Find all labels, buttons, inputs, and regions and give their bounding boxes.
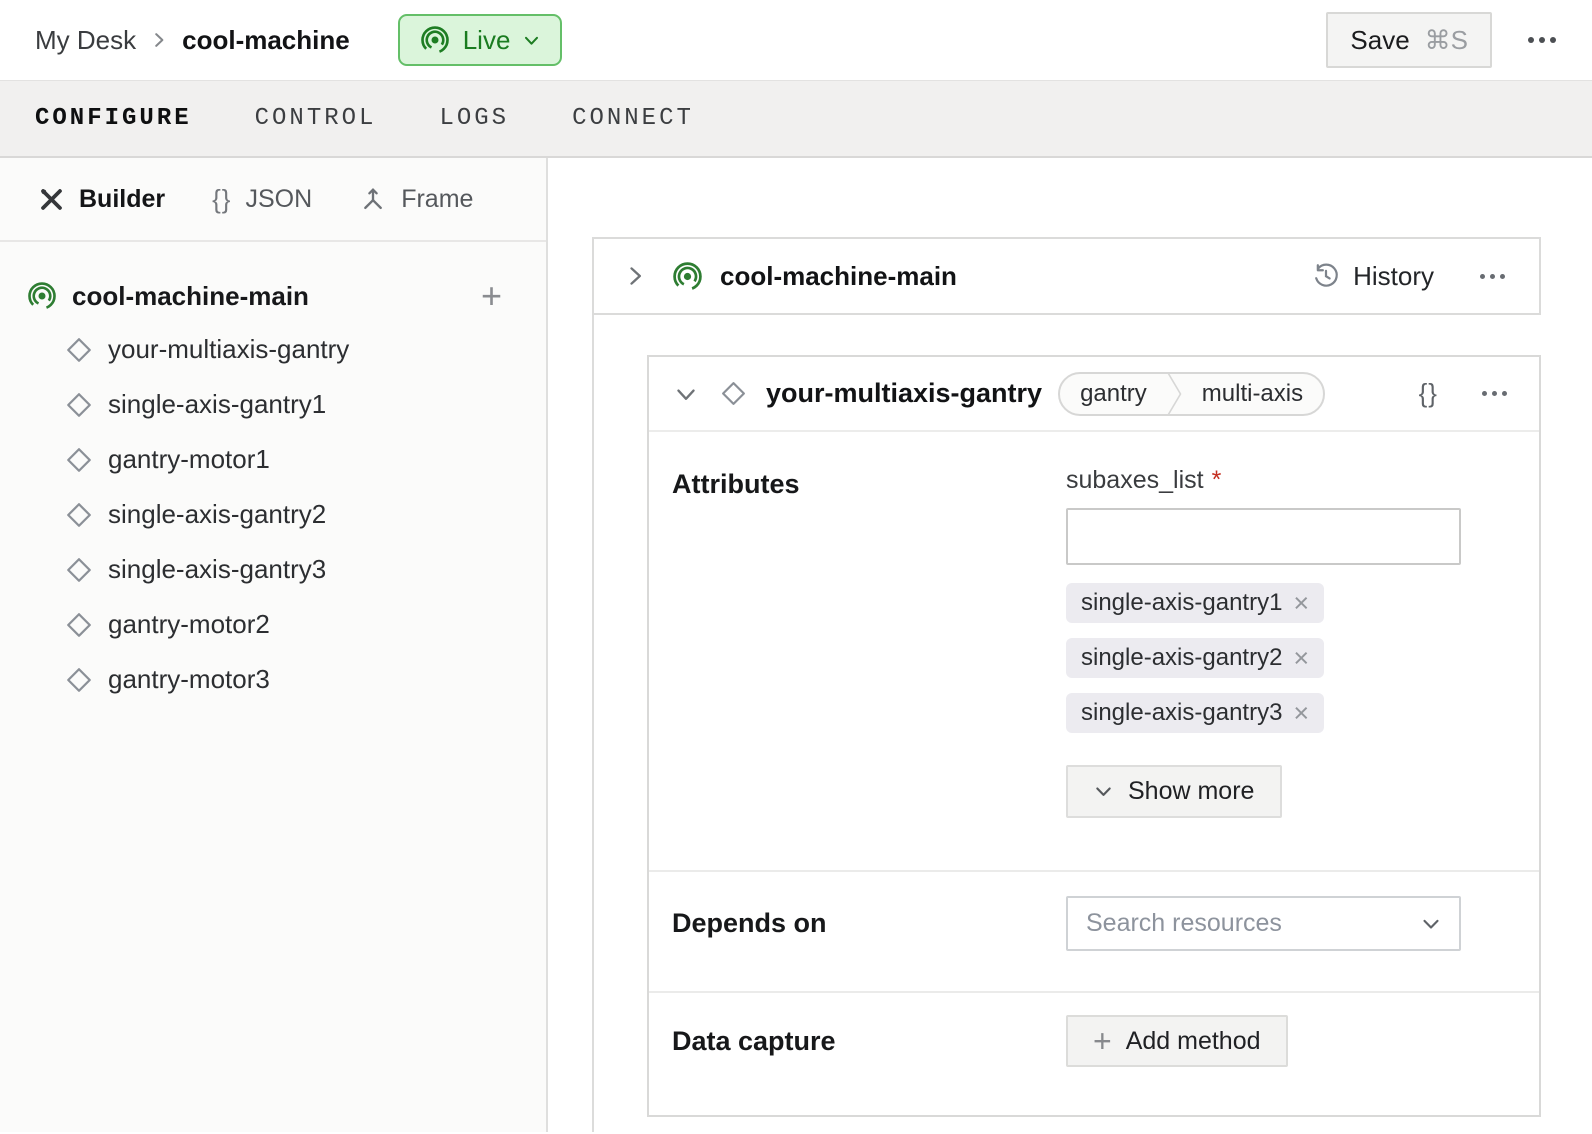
- tree-root-cool-machine-main[interactable]: cool-machine-main +: [0, 270, 546, 322]
- part-menu-button[interactable]: [1474, 268, 1511, 285]
- history-icon: [1312, 262, 1340, 290]
- resource-card-header: your-multiaxis-gantry gantry multi-axis …: [649, 357, 1539, 432]
- component-diamond-icon: [64, 335, 94, 365]
- component-diamond-icon: [64, 445, 94, 475]
- data-capture-label: Data capture: [672, 1025, 836, 1056]
- tab-control[interactable]: CONTROL: [254, 105, 377, 132]
- required-marker: *: [1211, 466, 1222, 494]
- subaxes-chip-list: single-axis-gantry1 × single-axis-gantry…: [1066, 583, 1461, 733]
- tree-item-gantry-motor2[interactable]: gantry-motor2: [0, 597, 546, 652]
- add-method-button[interactable]: + Add method: [1066, 1015, 1288, 1067]
- subaxes-list-label: subaxes_list: [1066, 466, 1204, 494]
- frame-axes-icon: [359, 185, 387, 213]
- tree-item-gantry-motor1[interactable]: gantry-motor1: [0, 432, 546, 487]
- depends-on-label: Depends on: [672, 908, 827, 938]
- tree-item-your-multiaxis-gantry[interactable]: your-multiaxis-gantry: [0, 322, 546, 377]
- remove-chip-icon[interactable]: ×: [1293, 642, 1310, 673]
- top-bar: My Desk cool-machine Live Save ⌘S: [0, 0, 1592, 80]
- tree-item-gantry-motor3[interactable]: gantry-motor3: [0, 652, 546, 707]
- config-sidebar: Builder {} JSON Frame: [0, 158, 548, 1132]
- section-divider: [649, 870, 1539, 872]
- machine-live-icon: [420, 25, 450, 55]
- braces-icon: {}: [212, 183, 232, 214]
- tree-root-label: cool-machine-main: [72, 280, 309, 311]
- tab-connect[interactable]: CONNECT: [572, 105, 694, 132]
- live-status-button[interactable]: Live: [397, 14, 563, 66]
- chevron-down-icon: [523, 32, 540, 49]
- viewtab-builder-label: Builder: [79, 184, 166, 213]
- breadcrumb-current: cool-machine: [182, 24, 350, 55]
- history-label: History: [1353, 260, 1434, 291]
- tag-gantry: gantry: [1080, 379, 1147, 407]
- tab-configure[interactable]: CONFIGURE: [35, 105, 192, 132]
- remove-chip-icon[interactable]: ×: [1293, 587, 1310, 618]
- chip-single-axis-gantry1: single-axis-gantry1 ×: [1066, 583, 1325, 623]
- add-component-button[interactable]: +: [480, 275, 502, 316]
- component-diamond-icon: [64, 555, 94, 585]
- resource-title: your-multiaxis-gantry: [766, 378, 1043, 408]
- depends-on-select[interactable]: [1066, 896, 1461, 951]
- data-capture-section: Data capture + Add method: [649, 993, 1539, 1115]
- chip-single-axis-gantry3: single-axis-gantry3 ×: [1066, 693, 1325, 733]
- sidebar-view-tabs: Builder {} JSON Frame: [0, 158, 546, 242]
- part-title: cool-machine-main: [720, 260, 957, 291]
- save-button[interactable]: Save ⌘S: [1326, 12, 1492, 68]
- viewtab-frame[interactable]: Frame: [359, 185, 473, 214]
- viewtab-json[interactable]: {} JSON: [212, 184, 312, 215]
- component-diamond-icon: [719, 379, 748, 408]
- attributes-fields: subaxes_list * single-axis-gantry1 × sin…: [1066, 466, 1461, 818]
- chip-single-axis-gantry2: single-axis-gantry2 ×: [1066, 638, 1325, 678]
- section-divider: [649, 991, 1539, 993]
- component-diamond-icon: [64, 500, 94, 530]
- subaxes-list-input[interactable]: [1066, 508, 1461, 565]
- live-label: Live: [462, 24, 511, 55]
- component-diamond-icon: [64, 610, 94, 640]
- history-button[interactable]: History: [1312, 261, 1434, 292]
- depends-on-section: Depends on: [649, 872, 1539, 991]
- resource-tree: cool-machine-main + your-multiaxis-gantr…: [0, 242, 546, 707]
- search-resources-input[interactable]: [1086, 909, 1421, 938]
- machine-live-icon: [672, 261, 703, 292]
- attributes-section: Attributes subaxes_list * single-axis-ga…: [649, 432, 1539, 870]
- save-label: Save: [1350, 24, 1410, 55]
- config-main-panel: cool-machine-main History: [548, 158, 1592, 1132]
- tree-item-single-axis-gantry1[interactable]: single-axis-gantry1: [0, 377, 546, 432]
- plus-icon: +: [1093, 1023, 1112, 1059]
- chevron-right-icon[interactable]: [624, 265, 646, 287]
- part-header-card: cool-machine-main History: [592, 237, 1541, 315]
- nav-tab-bar: CONFIGURE CONTROL LOGS CONNECT: [0, 80, 1592, 158]
- tag-multi-axis: multi-axis: [1201, 379, 1304, 407]
- tab-logs[interactable]: LOGS: [439, 105, 510, 132]
- braces-icon[interactable]: {}: [1418, 378, 1438, 408]
- resource-card: your-multiaxis-gantry gantry multi-axis …: [647, 355, 1541, 1117]
- overflow-menu-button[interactable]: [1522, 31, 1562, 49]
- chevron-down-icon[interactable]: [675, 383, 697, 405]
- chevron-down-icon: [1421, 914, 1441, 934]
- tools-icon: [38, 186, 65, 213]
- viewtab-builder[interactable]: Builder: [38, 185, 165, 214]
- machine-live-icon: [27, 281, 57, 311]
- component-diamond-icon: [64, 665, 94, 695]
- tree-item-single-axis-gantry3[interactable]: single-axis-gantry3: [0, 542, 546, 597]
- part-tree-spine: [592, 315, 594, 1132]
- resource-menu-button[interactable]: [1476, 385, 1513, 402]
- chevron-down-icon: [1094, 782, 1113, 801]
- save-shortcut: ⌘S: [1424, 24, 1468, 55]
- api-tag-pill: gantry multi-axis: [1058, 371, 1326, 416]
- viewtab-json-label: JSON: [245, 184, 313, 213]
- show-more-button[interactable]: Show more: [1066, 765, 1283, 818]
- pill-divider: [1167, 373, 1182, 414]
- chevron-right-icon: [150, 31, 168, 49]
- viewtab-frame-label: Frame: [401, 184, 474, 213]
- component-diamond-icon: [64, 390, 94, 420]
- remove-chip-icon[interactable]: ×: [1293, 697, 1310, 728]
- tree-item-single-axis-gantry2[interactable]: single-axis-gantry2: [0, 487, 546, 542]
- breadcrumb-parent[interactable]: My Desk: [35, 24, 137, 55]
- attributes-label: Attributes: [672, 469, 800, 499]
